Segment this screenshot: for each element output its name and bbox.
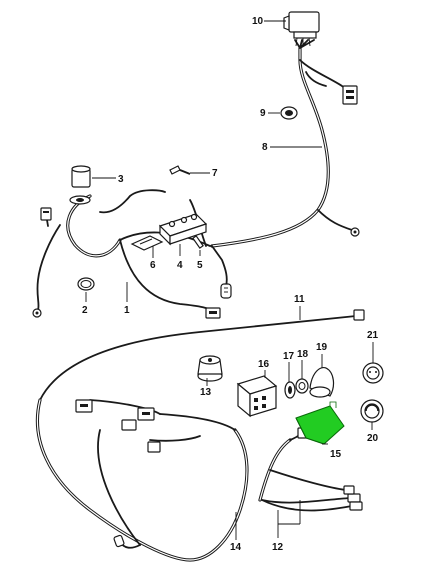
- callout-6: 6: [150, 260, 156, 271]
- clip-2[interactable]: [77, 277, 95, 291]
- callout-7: 7: [212, 168, 218, 179]
- harness-1[interactable]: [36, 189, 228, 313]
- callout-21: 21: [367, 330, 379, 341]
- connector-14-d: [147, 441, 161, 453]
- connector-8: [342, 85, 358, 105]
- connector-14-b: [137, 407, 155, 421]
- callout-9: 9: [260, 108, 266, 119]
- callout-18: 18: [297, 349, 309, 360]
- callout-4: 4: [177, 260, 183, 271]
- connector-block-16[interactable]: [236, 375, 278, 418]
- ring-terminal-8: [350, 227, 360, 237]
- callout-11: 11: [294, 294, 305, 305]
- bullet-connector: [220, 283, 232, 299]
- callout-2: 2: [82, 305, 88, 316]
- callout-20: 20: [367, 433, 379, 444]
- callout-16: 16: [258, 359, 270, 370]
- knob-21[interactable]: [362, 362, 384, 384]
- relay-10[interactable]: [283, 11, 320, 47]
- bracket-6[interactable]: [130, 235, 164, 251]
- grommet-9[interactable]: [280, 106, 298, 120]
- lamp-3[interactable]: [69, 165, 91, 205]
- lead-11[interactable]: [39, 309, 365, 401]
- washer-17[interactable]: [284, 381, 296, 399]
- pin-5[interactable]: [192, 235, 204, 249]
- callout-15: 15: [330, 449, 342, 460]
- harness-14[interactable]: [35, 398, 249, 562]
- ring-terminal-1: [32, 308, 42, 318]
- connector-14-a: [75, 399, 93, 413]
- connector-12-b: [347, 493, 361, 503]
- callout-13: 13: [200, 387, 212, 398]
- switch-20[interactable]: [360, 399, 384, 423]
- connector-14-e: [113, 534, 125, 548]
- screw-7[interactable]: [169, 165, 191, 175]
- callout-8: 8: [262, 142, 268, 153]
- callout-5: 5: [197, 260, 203, 271]
- harness-12[interactable]: [258, 425, 353, 512]
- callouts: 10 9 8 3 7 6 4 5 2 1 11 13 16: [82, 16, 379, 553]
- connector-14-c: [121, 419, 137, 431]
- callout-1: 1: [124, 305, 130, 316]
- connector-1-bottom: [205, 307, 221, 319]
- callout-12: 12: [272, 542, 284, 553]
- connector-12-d: [343, 485, 355, 495]
- callout-19: 19: [316, 342, 328, 353]
- connector-12-c: [349, 501, 363, 511]
- cap-19[interactable]: [309, 367, 335, 398]
- callout-14: 14: [230, 542, 242, 553]
- callout-10: 10: [252, 16, 264, 27]
- connector-1-left: [40, 207, 52, 221]
- socket-13[interactable]: [197, 355, 223, 382]
- nut-18[interactable]: [295, 378, 309, 394]
- control-module-15[interactable]: [295, 401, 345, 445]
- callout-3: 3: [118, 174, 124, 185]
- callout-17: 17: [283, 351, 295, 362]
- harness-8[interactable]: [210, 39, 353, 248]
- terminal-block-4[interactable]: [158, 213, 208, 246]
